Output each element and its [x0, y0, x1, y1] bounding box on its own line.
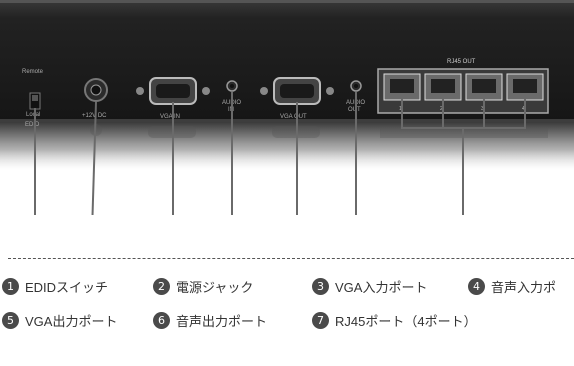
legend-item-vga-in: 3 VGA入力ポート — [312, 277, 427, 296]
rj45-port-4 — [506, 73, 544, 101]
label-vga-out: VGA OUT — [280, 114, 307, 120]
legend-item-edid-switch: 1 EDIDスイッチ — [2, 277, 108, 296]
label-port-4: 4 — [522, 106, 525, 112]
legend-label: 音声出力ポート — [176, 314, 268, 329]
vga-out-port — [260, 77, 334, 105]
legend-item-rj45: 7 RJ45ポート（4ポート） — [312, 311, 477, 330]
legend-number: 6 — [153, 312, 170, 329]
legend-number: 3 — [312, 278, 329, 295]
edid-switch — [29, 92, 41, 110]
legend-label: 音声入力ポ — [491, 280, 557, 295]
legend-number: 5 — [2, 312, 19, 329]
legend-label: RJ45ポート（4ポート） — [335, 314, 477, 329]
legend-item-audio-in: 4 音声入力ポ — [468, 277, 556, 296]
rj45-port-2 — [424, 73, 462, 101]
label-vga-in: VGA IN — [160, 114, 180, 120]
legend-number: 7 — [312, 312, 329, 329]
legend-number: 2 — [153, 278, 170, 295]
device-rear-panel-photo: Remote Local EDID +12V DC VGA IN AUDIO I… — [0, 0, 574, 215]
legend-item-power-jack: 2 電源ジャック — [153, 277, 253, 296]
legend-item-vga-out: 5 VGA出力ポート — [2, 311, 117, 330]
label-port-1: 1 — [399, 106, 402, 112]
label-edid: EDID — [25, 122, 40, 128]
audio-out-jack — [350, 80, 362, 92]
legend-divider — [8, 258, 574, 259]
label-rj45-out: RJ45 OUT — [447, 59, 476, 65]
label-local: Local — [26, 112, 40, 118]
legend-label: 電源ジャック — [176, 280, 254, 295]
callout-lines — [34, 92, 526, 215]
label-port-3: 3 — [481, 106, 484, 112]
legend-item-audio-out: 6 音声出力ポート — [153, 311, 267, 330]
audio-in-jack — [226, 80, 238, 92]
power-jack — [84, 78, 108, 102]
label-remote: Remote — [22, 69, 44, 75]
legend-label: EDIDスイッチ — [25, 280, 109, 295]
rj45-port-1 — [383, 73, 421, 101]
label-port-2: 2 — [440, 106, 443, 112]
legend-number: 4 — [468, 278, 485, 295]
label-audio-out-2: OUT — [348, 107, 361, 113]
legend-label: VGA入力ポート — [335, 280, 428, 295]
legend-number: 1 — [2, 278, 19, 295]
legend: 1 EDIDスイッチ 2 電源ジャック 3 VGA入力ポート 4 音声入力ポ 5… — [0, 258, 574, 366]
legend-label: VGA出力ポート — [25, 314, 118, 329]
